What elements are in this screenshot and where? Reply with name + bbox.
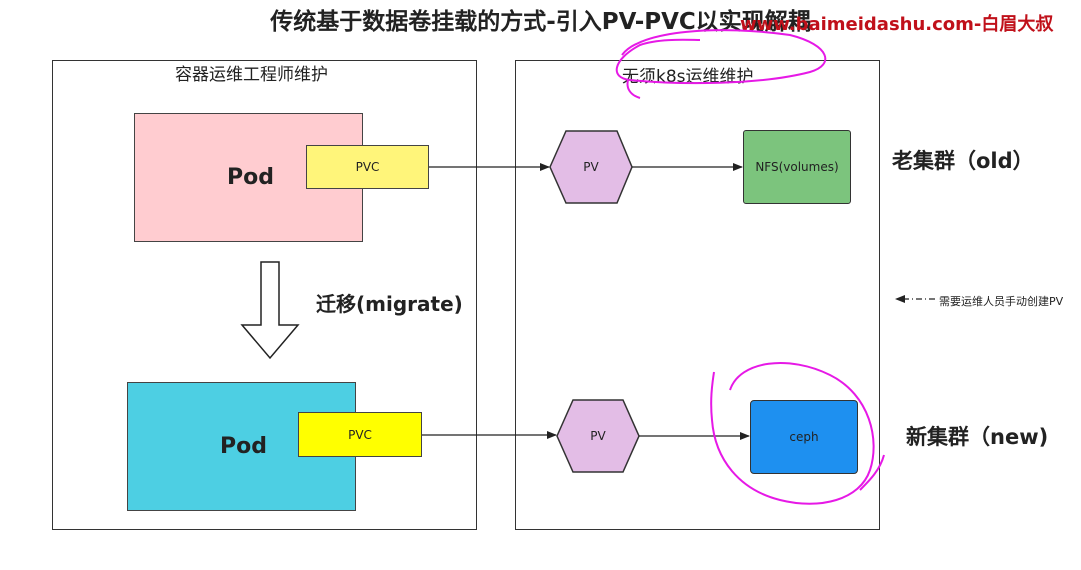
new-pod-label: Pod: [220, 434, 267, 459]
left-panel: [52, 60, 477, 530]
ceph-label: ceph: [789, 430, 819, 444]
new-pv-label: PV: [590, 429, 606, 443]
ceph-box: ceph: [750, 400, 858, 474]
old-pod-label: Pod: [227, 165, 274, 190]
migrate-label: 迁移(migrate): [316, 292, 463, 316]
annotation-circle-label-tail: [626, 79, 641, 99]
nfs-box: NFS(volumes): [743, 130, 851, 204]
watermark: www.baimeidashu.com-白眉大叔: [740, 14, 1054, 35]
old-pv-label: PV: [583, 160, 599, 174]
old-pvc-box: PVC: [306, 145, 429, 189]
new-cluster-label: 新集群（new): [906, 425, 1049, 449]
annotation-circle-ceph-tail: [859, 454, 885, 491]
annotation-circle-label: [615, 29, 827, 85]
old-pvc-label: PVC: [355, 160, 380, 174]
new-pvc-label: PVC: [348, 427, 372, 442]
right-panel: [515, 60, 880, 530]
note-text: 需要运维人员手动创建PV: [939, 295, 1064, 308]
new-pvc-box: PVC: [298, 412, 422, 457]
old-cluster-label: 老集群（old）: [892, 149, 1034, 173]
migrate-arrow: [240, 261, 300, 360]
left-panel-label: 容器运维工程师维护: [175, 65, 328, 85]
nfs-label: NFS(volumes): [755, 160, 839, 174]
annotation-circle-ceph: [710, 362, 875, 505]
